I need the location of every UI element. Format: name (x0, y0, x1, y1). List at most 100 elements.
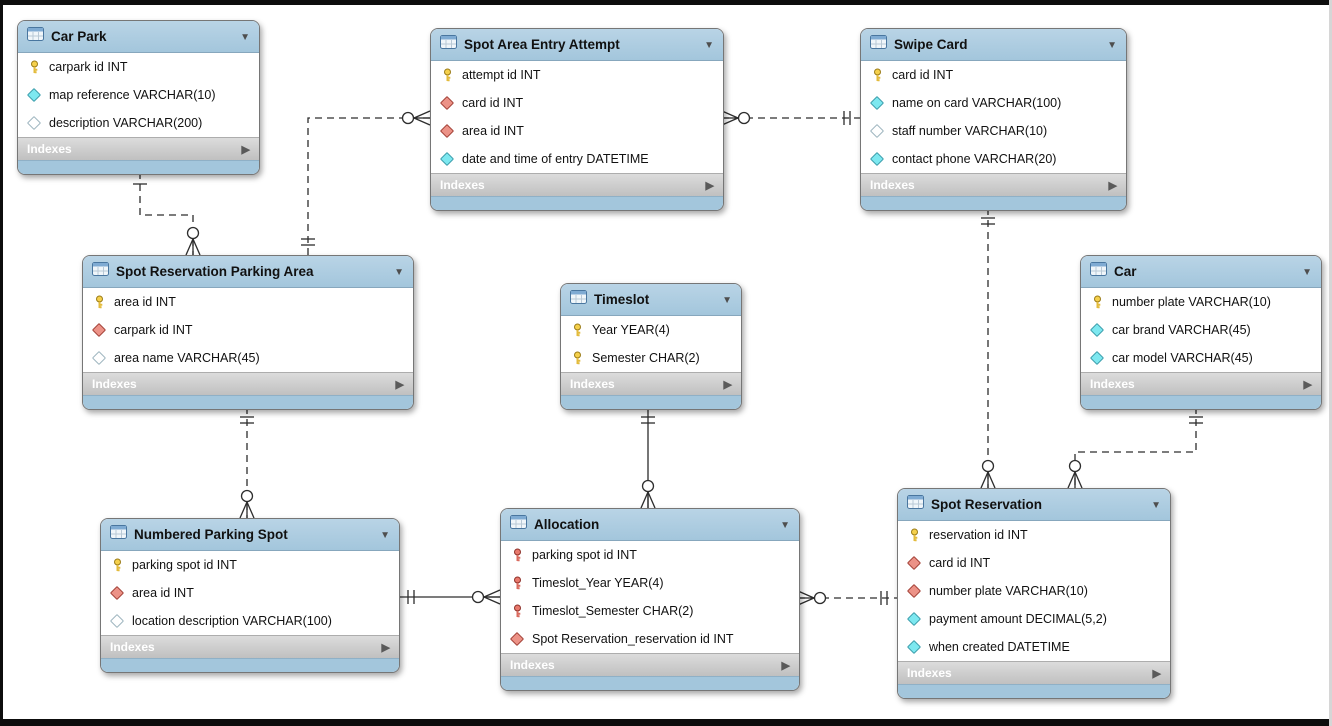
column-row[interactable]: parking spot id INT (101, 551, 399, 579)
column-row[interactable]: location description VARCHAR(100) (101, 607, 399, 635)
table-footer-strip (501, 676, 799, 690)
indexes-expand-arrow-icon[interactable]: ▶ (781, 659, 790, 672)
indexes-label: Indexes (440, 178, 485, 192)
column-label: Timeslot_Semester CHAR(2) (532, 604, 694, 618)
column-row[interactable]: number plate VARCHAR(10) (898, 577, 1170, 605)
column-row[interactable]: reservation id INT (898, 521, 1170, 549)
column-row[interactable]: area id INT (101, 579, 399, 607)
column-row[interactable]: Spot Reservation_reservation id INT (501, 625, 799, 653)
indexes-expand-arrow-icon[interactable]: ▶ (1108, 179, 1117, 192)
column-row[interactable]: car brand VARCHAR(45) (1081, 316, 1321, 344)
indexes-bar[interactable]: Indexes▶ (501, 653, 799, 676)
table-header[interactable]: Numbered Parking Spot▼ (101, 519, 399, 551)
indexes-expand-arrow-icon[interactable]: ▶ (1303, 378, 1312, 391)
column-label: location description VARCHAR(100) (132, 614, 332, 628)
rel-spot-reservation-parking-area--spot-area-entry-attempt[interactable] (301, 110, 431, 255)
rel-swipe-card--spot-reservation[interactable] (980, 208, 996, 489)
rel-numbered-parking-spot--allocation[interactable] (398, 589, 501, 605)
table-header[interactable]: Car Park▼ (18, 21, 259, 53)
column-row[interactable]: area name VARCHAR(45) (83, 344, 413, 372)
column-label: carpark id INT (114, 323, 193, 337)
indexes-expand-arrow-icon[interactable]: ▶ (381, 641, 390, 654)
primary-key-icon (907, 528, 921, 542)
column-row[interactable]: name on card VARCHAR(100) (861, 89, 1126, 117)
collapse-caret-icon[interactable]: ▼ (240, 31, 250, 43)
column-row[interactable]: Year YEAR(4) (561, 316, 741, 344)
column-row[interactable]: area id INT (431, 117, 723, 145)
column-row[interactable]: payment amount DECIMAL(5,2) (898, 605, 1170, 633)
indexes-bar[interactable]: Indexes▶ (898, 661, 1170, 684)
column-row[interactable]: Timeslot_Year YEAR(4) (501, 569, 799, 597)
indexes-expand-arrow-icon[interactable]: ▶ (241, 143, 250, 156)
table-header[interactable]: Allocation▼ (501, 509, 799, 541)
column-row[interactable]: card id INT (431, 89, 723, 117)
indexes-bar[interactable]: Indexes▶ (18, 137, 259, 160)
rel-spot-area-entry-attempt--swipe-card[interactable] (721, 110, 860, 126)
table-header[interactable]: Timeslot▼ (561, 284, 741, 316)
column-label: staff number VARCHAR(10) (892, 124, 1048, 138)
foreign-key-diamond-icon (439, 95, 455, 111)
table-header[interactable]: Spot Reservation▼ (898, 489, 1170, 521)
indexes-expand-arrow-icon[interactable]: ▶ (705, 179, 714, 192)
column-row[interactable]: parking spot id INT (501, 541, 799, 569)
primary-foreign-key-icon (510, 548, 524, 562)
column-row[interactable]: Timeslot_Semester CHAR(2) (501, 597, 799, 625)
indexes-expand-arrow-icon[interactable]: ▶ (395, 378, 404, 391)
collapse-caret-icon[interactable]: ▼ (1151, 499, 1161, 511)
rel-spot-reservation-parking-area--numbered-parking-spot[interactable] (239, 407, 255, 519)
rel-car-park--spot-reservation-parking-area[interactable] (133, 172, 201, 256)
column-row[interactable]: staff number VARCHAR(10) (861, 117, 1126, 145)
table-numbered-parking-spot[interactable]: Numbered Parking Spot▼parking spot id IN… (100, 518, 400, 673)
table-header[interactable]: Spot Reservation Parking Area▼ (83, 256, 413, 288)
collapse-caret-icon[interactable]: ▼ (722, 294, 732, 306)
collapse-caret-icon[interactable]: ▼ (1302, 266, 1312, 278)
column-row[interactable]: when created DATETIME (898, 633, 1170, 661)
table-car[interactable]: Car ▼ number plate VARCHAR(10)car brand VA… (1080, 255, 1322, 410)
table-header[interactable]: Spot Area Entry Attempt▼ (431, 29, 723, 61)
table-header[interactable]: Car ▼ (1081, 256, 1321, 288)
indexes-expand-arrow-icon[interactable]: ▶ (1152, 667, 1161, 680)
column-row[interactable]: car model VARCHAR(45) (1081, 344, 1321, 372)
column-row[interactable]: carpark id INT (83, 316, 413, 344)
column-label: Year YEAR(4) (592, 323, 670, 337)
column-row[interactable]: description VARCHAR(200) (18, 109, 259, 137)
table-footer-strip (898, 684, 1170, 698)
collapse-caret-icon[interactable]: ▼ (704, 39, 714, 51)
rel-car--spot-reservation[interactable] (1067, 407, 1203, 489)
indexes-bar[interactable]: Indexes▶ (83, 372, 413, 395)
collapse-caret-icon[interactable]: ▼ (780, 519, 790, 531)
indexes-bar[interactable]: Indexes▶ (561, 372, 741, 395)
column-row[interactable]: number plate VARCHAR(10) (1081, 288, 1321, 316)
column-row[interactable]: map reference VARCHAR(10) (18, 81, 259, 109)
collapse-caret-icon[interactable]: ▼ (394, 266, 404, 278)
indexes-bar[interactable]: Indexes ▶ (431, 173, 723, 196)
nullable-attribute-diamond-icon (26, 115, 42, 131)
collapse-caret-icon[interactable]: ▼ (380, 529, 390, 541)
column-row[interactable]: date and time of entry DATETIME (431, 145, 723, 173)
indexes-bar[interactable]: Indexes▶ (1081, 372, 1321, 395)
column-row[interactable]: carpark id INT (18, 53, 259, 81)
column-label: payment amount DECIMAL(5,2) (929, 612, 1107, 626)
indexes-bar[interactable]: Indexes▶ (861, 173, 1126, 196)
column-row[interactable]: card id INT (898, 549, 1170, 577)
column-row[interactable]: area id INT (83, 288, 413, 316)
column-row[interactable]: contact phone VARCHAR(20) (861, 145, 1126, 173)
table-title: Car (1114, 264, 1137, 279)
column-row[interactable]: card id INT (861, 61, 1126, 89)
table-timeslot[interactable]: Timeslot▼ Year YEAR(4) Semester CHAR(2)Ind… (560, 283, 742, 410)
table-spot-reservation-parking-area[interactable]: Spot Reservation Parking Area▼area id IN… (82, 255, 414, 410)
column-row[interactable]: Semester CHAR(2) (561, 344, 741, 372)
indexes-bar[interactable]: Indexes▶ (101, 635, 399, 658)
rel-timeslot--allocation[interactable] (640, 407, 656, 509)
indexes-expand-arrow-icon[interactable]: ▶ (723, 378, 732, 391)
rel-allocation--spot-reservation[interactable] (797, 590, 897, 606)
column-row[interactable]: attempt id INT (431, 61, 723, 89)
nullable-attribute-diamond-icon (109, 613, 125, 629)
table-header[interactable]: Swipe Card▼ (861, 29, 1126, 61)
collapse-caret-icon[interactable]: ▼ (1107, 39, 1117, 51)
